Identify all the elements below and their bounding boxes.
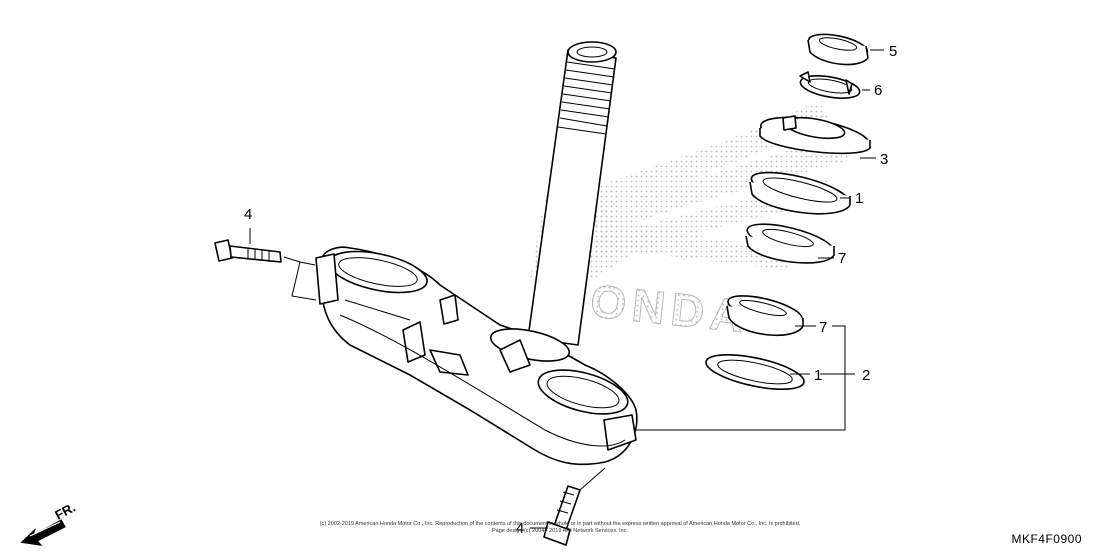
diagram-code: MKF4F0900 bbox=[1011, 532, 1082, 546]
callout-1-upper: 1 bbox=[855, 190, 863, 207]
callout-4-upper: 4 bbox=[244, 206, 252, 223]
copyright-line-2: Page design (c) 2004 - 2019 ARI Network … bbox=[491, 528, 629, 534]
bolt-upper-left bbox=[214, 228, 317, 301]
bearing-race-lower-part-1 bbox=[705, 354, 810, 390]
callout-5: 5 bbox=[889, 43, 897, 60]
callout-labels: 5 6 3 1 7 4 7 2 1 4 bbox=[244, 43, 897, 537]
bearing-race-upper-part-1 bbox=[749, 171, 851, 215]
callout-4-lower: 4 bbox=[516, 520, 524, 537]
copyright-notice: (c) 2002-2019 American Honda Motor Co., … bbox=[300, 521, 820, 535]
callout-1-lower: 1 bbox=[814, 367, 822, 384]
dust-seal-upper-part-7 bbox=[745, 223, 835, 264]
lock-washer-part-6 bbox=[799, 71, 870, 99]
callout-7-upper: 7 bbox=[838, 250, 846, 267]
callout-6: 6 bbox=[874, 82, 882, 99]
callout-7-lower: 7 bbox=[819, 319, 827, 336]
callout-3: 3 bbox=[880, 151, 888, 168]
bolt-bottom bbox=[530, 467, 606, 546]
dust-seal-lower-part-7 bbox=[726, 295, 816, 337]
adjusting-nut-part-3 bbox=[759, 115, 876, 159]
front-direction-label: FR. bbox=[52, 500, 78, 523]
front-direction-arrow: FR. bbox=[20, 500, 78, 546]
callout-2-bracket bbox=[636, 325, 855, 431]
copyright-line-1: (c) 2002-2019 American Honda Motor Co., … bbox=[319, 521, 801, 527]
locknut-part-5 bbox=[807, 33, 884, 66]
callout-2: 2 bbox=[862, 367, 870, 384]
steering-stem-tube bbox=[527, 41, 617, 346]
lower-triple-clamp bbox=[315, 246, 638, 466]
